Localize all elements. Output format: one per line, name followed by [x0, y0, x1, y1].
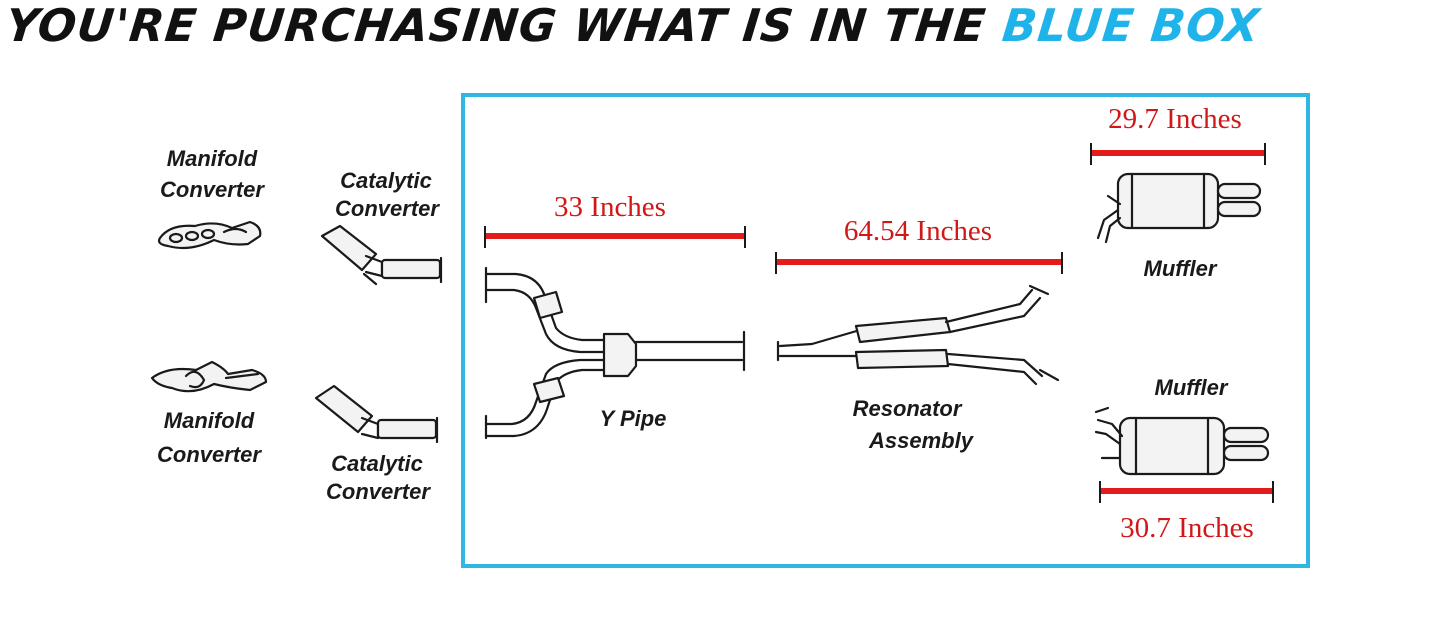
manifold-top-label-1: Manifold — [167, 146, 258, 171]
resonator-measurement-label: 64.54 Inches — [844, 215, 992, 247]
y-pipe-measurement-label: 33 Inches — [554, 191, 666, 223]
manifold-bottom-label-2: Converter — [157, 442, 262, 467]
catalytic-bottom-label-1: Catalytic — [331, 451, 423, 476]
manifold-top-label-2: Converter — [160, 177, 265, 202]
resonator-label-1: Resonator — [853, 396, 963, 421]
resonator-assembly-drawing — [776, 284, 1060, 386]
catalytic-converter-bottom-drawing — [314, 384, 439, 444]
manifold-converter-top-drawing — [157, 220, 262, 250]
muffler-top-measurement-label: 29.7 Inches — [1108, 103, 1242, 135]
catalytic-top-label-2: Converter — [335, 196, 440, 221]
muffler-bottom-measurement-label: 30.7 Inches — [1120, 512, 1254, 544]
manifold-bottom-label-1: Manifold — [164, 408, 255, 433]
catalytic-converter-top-drawing — [320, 224, 443, 286]
y-pipe-label: Y Pipe — [600, 406, 667, 431]
blue-box — [461, 93, 1310, 568]
muffler-top-drawing — [1096, 172, 1262, 244]
y-pipe-drawing — [484, 266, 746, 440]
muffler-bottom-label: Muffler — [1155, 375, 1229, 400]
resonator-label-2: Assembly — [868, 428, 975, 453]
manifold-converter-bottom-drawing — [150, 360, 268, 393]
muffler-bottom-drawing — [1094, 406, 1270, 476]
muffler-top-label: Muffler — [1144, 256, 1218, 281]
catalytic-top-label-1: Catalytic — [340, 168, 432, 193]
catalytic-bottom-label-2: Converter — [326, 479, 431, 504]
